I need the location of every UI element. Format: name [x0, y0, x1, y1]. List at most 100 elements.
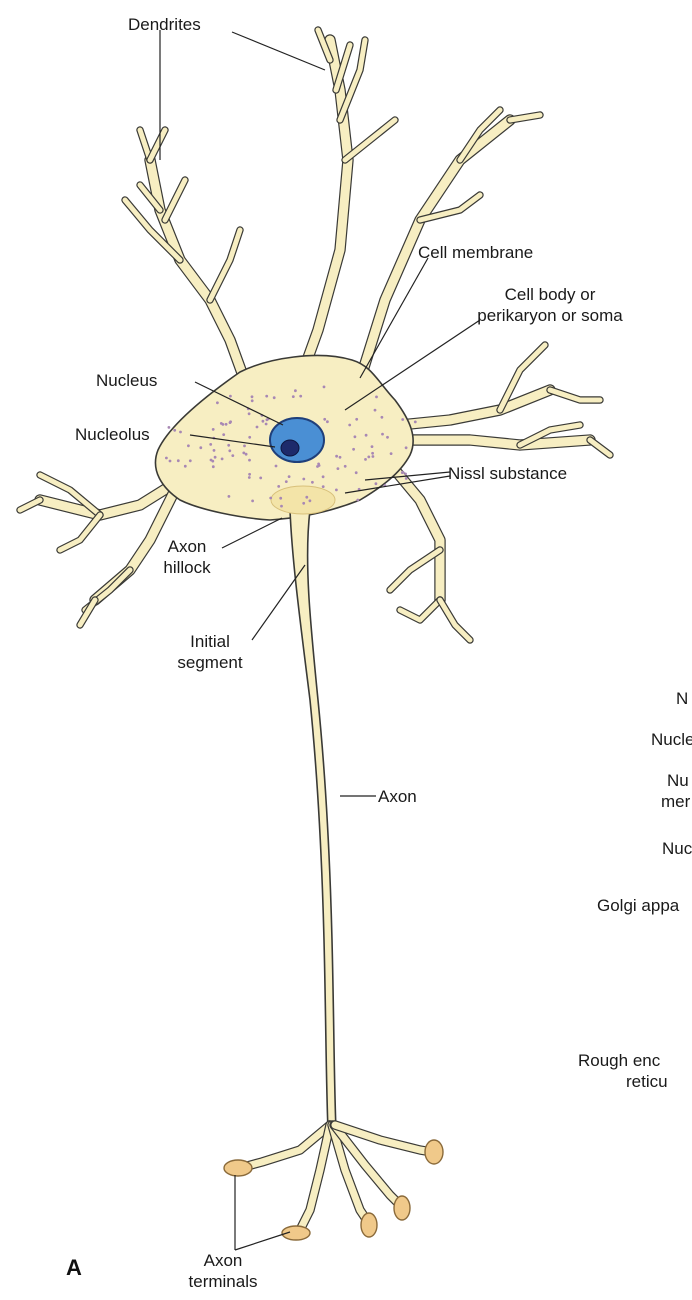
nissl-dot [317, 463, 320, 466]
nissl-dot [305, 496, 308, 499]
axon-hillock-shape [271, 486, 335, 514]
label-cell-membrane: Cell membrane [418, 242, 533, 263]
nucleus-shape [270, 418, 324, 462]
label-axon-hillock-line1: Axon [152, 536, 222, 557]
cut-label-0: N [676, 688, 688, 709]
nissl-dot [401, 418, 404, 421]
nissl-dot [189, 459, 192, 462]
nissl-dot [262, 420, 265, 423]
nissl-dot [299, 395, 302, 398]
nissl-dot [402, 471, 405, 474]
nissl-dot [187, 444, 190, 447]
label-nucleolus: Nucleolus [75, 424, 150, 445]
nissl-dot [365, 434, 368, 437]
nissl-dot [302, 502, 305, 505]
label-dendrites: Dendrites [128, 14, 201, 35]
dendrite-fill [150, 130, 165, 160]
nissl-dot [352, 448, 355, 451]
label-nucleus: Nucleus [96, 370, 157, 391]
nissl-dot [280, 505, 283, 508]
nissl-dot [231, 454, 234, 457]
nissl-dot [390, 452, 393, 455]
dendrite-fill [590, 440, 610, 455]
nissl-dot [323, 386, 326, 389]
nissl-dot [311, 481, 314, 484]
nissl-dot [372, 455, 375, 458]
label-axon-terminals-line2: terminals [178, 1271, 268, 1292]
nissl-dot [248, 476, 251, 479]
nissl-dot [386, 436, 389, 439]
nucleolus-shape [281, 440, 299, 456]
nissl-dot [273, 396, 276, 399]
nissl-dot [414, 421, 417, 424]
nissl-dot [326, 420, 329, 423]
cut-label-6: Rough enc [578, 1050, 660, 1071]
axon-terminal-bouton [425, 1140, 443, 1164]
cut-label-3: mer [661, 791, 690, 812]
axon-terminal-bouton [224, 1160, 252, 1176]
nissl-dot [323, 418, 326, 421]
nissl-dot [371, 445, 374, 448]
nissl-dot [367, 456, 370, 459]
axon-shaft [290, 510, 336, 1130]
nissl-dot [354, 435, 357, 438]
dendrite-fill [410, 440, 590, 445]
nissl-dot [168, 426, 171, 429]
nissl-dot [364, 458, 367, 461]
nissl-dot [265, 395, 268, 398]
nissl-dot [169, 460, 172, 463]
nissl-dot [309, 499, 312, 502]
nissl-dot [355, 418, 358, 421]
label-cell-body-line2: perikaryon or soma [470, 305, 630, 326]
nissl-dot [248, 436, 251, 439]
nissl-dot [277, 485, 280, 488]
nissl-dot [251, 500, 254, 503]
nissl-dot [381, 433, 384, 436]
nissl-dot [265, 423, 268, 426]
dendrite-fill [210, 230, 240, 300]
nissl-dot [302, 478, 305, 481]
nissl-dot [222, 433, 225, 436]
panel-letter: A [66, 1255, 82, 1281]
nissl-dot [248, 459, 251, 462]
nissl-dot [356, 499, 359, 502]
nissl-dot [288, 475, 291, 478]
nissl-dot [292, 395, 295, 398]
axon-terminal-branches [224, 1125, 443, 1240]
nissl-dot [173, 429, 176, 432]
cut-label-4: Nuc [662, 838, 692, 859]
nissl-dot [374, 409, 377, 412]
nissl-dot [212, 428, 215, 431]
leader-line [252, 565, 305, 640]
label-axon-hillock-line2: hillock [152, 557, 222, 578]
nissl-dot [184, 465, 187, 468]
cut-label-2: Nu [667, 770, 689, 791]
nissl-dot [405, 477, 408, 480]
nissl-dot [227, 444, 230, 447]
nissl-dot [251, 395, 254, 398]
nissl-dot [220, 422, 223, 425]
label-cell-body-line1: Cell body or [470, 284, 630, 305]
nissl-dot [229, 421, 232, 424]
nissl-dot [245, 453, 248, 456]
nissl-dot [243, 445, 246, 448]
nissl-dot [375, 482, 378, 485]
nissl-dot [216, 401, 219, 404]
cut-label-1: Nucle [651, 729, 692, 750]
nissl-dot [256, 426, 259, 429]
nissl-dot [335, 489, 338, 492]
nissl-dot [259, 477, 262, 480]
leader-line [222, 518, 282, 548]
axon-terminal-bouton [361, 1213, 377, 1237]
cut-label-5: Golgi appa [597, 895, 679, 916]
nissl-dot [294, 389, 297, 392]
nissl-dot [348, 424, 351, 427]
nissl-dot [251, 399, 254, 402]
nissl-dot [269, 497, 272, 500]
nissl-dot [199, 446, 202, 449]
nissl-dot [381, 416, 384, 419]
nissl-dot [371, 452, 374, 455]
nissl-dot [279, 497, 282, 500]
nissl-dot [322, 485, 325, 488]
